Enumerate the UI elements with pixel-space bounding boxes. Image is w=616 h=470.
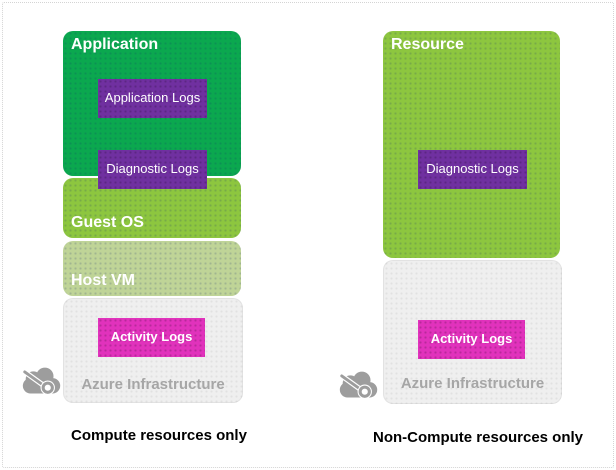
activity-logs-label: Activity Logs xyxy=(430,331,513,347)
cloud-icon xyxy=(21,367,61,395)
compute-caption: Compute resources only xyxy=(71,427,247,444)
diagnostic-logs-box-noncompute: Diagnostic Logs xyxy=(418,150,527,189)
azure-infrastructure-label: Azure Infrastructure xyxy=(81,376,225,393)
noncompute-caption: Non-Compute resources only xyxy=(372,429,584,446)
activity-logs-label: Activity Logs xyxy=(110,329,193,345)
application-label: Application xyxy=(71,36,159,53)
diagnostic-logs-label: Diagnostic Logs xyxy=(426,161,519,177)
resource-label: Resource xyxy=(391,36,464,53)
activity-logs-box-compute: Activity Logs xyxy=(98,318,205,357)
host-vm-label: Host VM xyxy=(71,272,135,289)
diagnostic-logs-label: Diagnostic Logs xyxy=(106,161,199,177)
host-vm-box: Host VM xyxy=(63,241,241,296)
application-logs-box: Application Logs xyxy=(98,79,207,118)
resource-box: Resource xyxy=(383,31,560,258)
activity-logs-box-noncompute: Activity Logs xyxy=(418,320,525,359)
application-logs-label: Application Logs xyxy=(104,90,201,106)
guest-os-label: Guest OS xyxy=(71,214,144,231)
diagnostic-logs-box-compute: Diagnostic Logs xyxy=(98,150,207,189)
azure-infrastructure-label: Azure Infrastructure xyxy=(400,375,545,392)
cloud-icon xyxy=(338,371,378,399)
